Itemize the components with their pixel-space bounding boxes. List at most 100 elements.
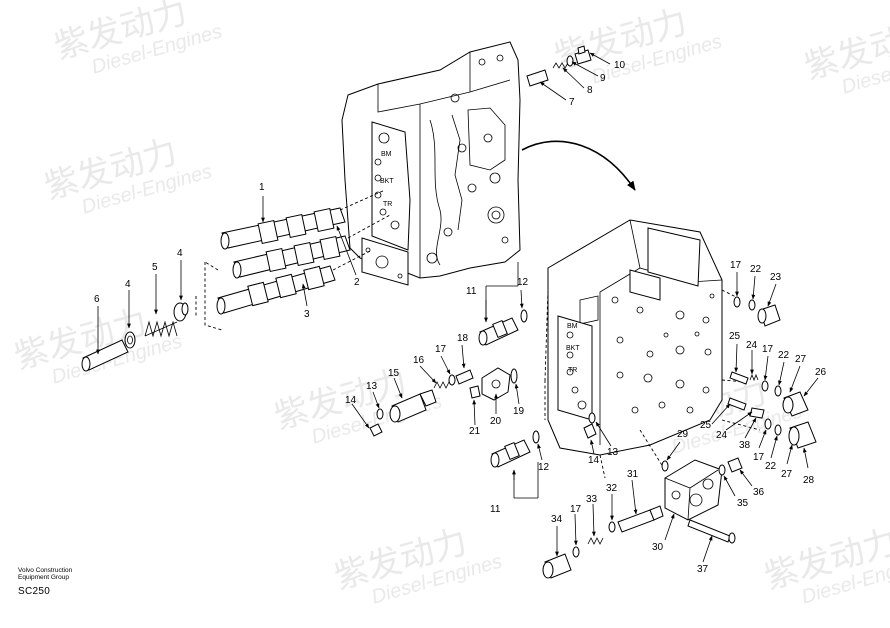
watermark: 紫发动力 Diesel-Engines	[330, 522, 505, 609]
watermark-layer: 紫发动力 Diesel-Engines 紫发动力 Diesel-Engines …	[10, 0, 890, 609]
top-right-plug-set	[526, 45, 592, 87]
callout-4: 4	[177, 248, 183, 259]
part-21-bolt	[469, 385, 481, 399]
upper-bm-label: BM	[381, 151, 392, 158]
diagram-code: SC250	[18, 586, 51, 597]
callout-17e: 17	[570, 504, 582, 515]
callout-11b: 11	[490, 504, 501, 515]
spool-1	[220, 207, 346, 250]
part-22-ring	[748, 299, 756, 311]
part-17-oring-bottom	[572, 546, 580, 558]
callout-14b: 14	[588, 455, 600, 466]
lower-bm-label: BM	[567, 323, 578, 330]
callout-17c: 17	[762, 344, 774, 355]
part-32-ring	[608, 521, 616, 533]
callout-27b: 27	[781, 469, 793, 480]
spool-assembly	[195, 189, 391, 331]
callout-31: 31	[627, 469, 639, 480]
callout-14: 14	[345, 395, 357, 406]
callouts: 10 9 8 7 1 2 3 4 5 4 6 11 12 18 16 15 17	[94, 52, 827, 575]
watermark: 紫发动力 Diesel-Engines	[40, 132, 215, 219]
callout-6: 6	[94, 294, 100, 305]
part-12-oring-lower	[532, 430, 540, 444]
part-35-oring	[718, 464, 726, 476]
callout-23: 23	[770, 272, 782, 283]
part-19-oring	[510, 368, 518, 384]
part-17-oring	[448, 374, 456, 386]
lower-right-parts	[727, 296, 817, 449]
part-38-nut	[749, 407, 765, 419]
callout-2: 2	[354, 277, 360, 288]
callout-38: 38	[739, 440, 751, 451]
callout-4b: 4	[125, 279, 131, 290]
callout-16: 16	[413, 355, 425, 366]
company-line-1: Volvo Construction	[18, 567, 73, 574]
callout-12: 12	[517, 277, 529, 288]
callout-15: 15	[388, 368, 400, 379]
part-25-pin	[729, 371, 749, 385]
part-22-ring-c	[774, 424, 782, 436]
lower-left-parts	[369, 309, 597, 468]
part-36-plug	[727, 457, 743, 473]
callout-24b: 24	[716, 430, 728, 441]
watermark: 紫发动力 Diesel-Engines	[50, 0, 225, 79]
bottom-parts	[542, 457, 743, 579]
callout-21: 21	[469, 426, 481, 437]
callout-24: 24	[746, 340, 758, 351]
part-28-plug	[788, 421, 817, 449]
part-29-oring	[661, 460, 669, 472]
part-26-plug	[782, 391, 809, 417]
callout-13: 13	[366, 381, 378, 392]
part-4-washer-left	[124, 331, 136, 349]
part-13-14-small	[369, 408, 597, 439]
part-6-rod	[81, 339, 129, 372]
callout-29: 29	[677, 429, 689, 440]
lower-valve-block: BM BKT TR	[544, 219, 761, 479]
part-33-spring	[587, 537, 604, 545]
part-12-oring-upper	[520, 309, 528, 323]
part-11-valve-upper	[478, 317, 519, 346]
callout-22b: 22	[778, 350, 790, 361]
callout-11: 11	[466, 286, 477, 297]
transition-arrow	[521, 140, 636, 191]
callout-33: 33	[586, 494, 598, 505]
company-line-2: Equipment Group	[18, 574, 69, 581]
spool-end-parts	[81, 302, 189, 372]
part-17-ring-c	[764, 418, 772, 430]
callout-3: 3	[304, 309, 310, 320]
callout-17b: 17	[730, 260, 742, 271]
callout-22: 22	[750, 264, 762, 275]
callout-32: 32	[606, 483, 618, 494]
callout-22c: 22	[765, 461, 777, 472]
callout-19: 19	[513, 406, 525, 417]
upper-valve-block: BM BKT TR	[341, 41, 521, 286]
callout-35: 35	[737, 498, 749, 509]
callout-8: 8	[587, 85, 593, 96]
watermark: 紫发动力 Diesel-Engines	[10, 302, 185, 389]
callout-1: 1	[259, 182, 265, 193]
part-5-spring	[144, 320, 178, 338]
part-23-plug	[757, 304, 781, 327]
callout-27: 27	[795, 354, 807, 365]
part-30-block	[664, 459, 723, 521]
callout-17: 17	[435, 344, 447, 355]
callout-25: 25	[729, 331, 741, 342]
callout-34: 34	[551, 514, 563, 525]
part-24-spring	[749, 373, 759, 382]
watermark: 紫发动力 Diesel-Engines	[800, 12, 890, 99]
part-25-pin-b	[727, 397, 747, 411]
part-20-flange	[481, 367, 511, 401]
callout-20: 20	[490, 416, 502, 427]
part-4-retainer-right	[173, 302, 189, 322]
callout-26: 26	[815, 367, 827, 378]
callout-36: 36	[753, 487, 765, 498]
callout-10: 10	[614, 60, 626, 71]
lower-block-holes	[611, 293, 715, 414]
callout-18: 18	[457, 333, 469, 344]
callout-25b: 25	[700, 420, 712, 431]
callout-13b: 13	[607, 447, 619, 458]
upper-tr-label: TR	[383, 201, 392, 208]
lower-tr-label: TR	[568, 367, 577, 374]
part-34-plug	[542, 553, 572, 579]
part-17-ring-b	[761, 380, 769, 392]
